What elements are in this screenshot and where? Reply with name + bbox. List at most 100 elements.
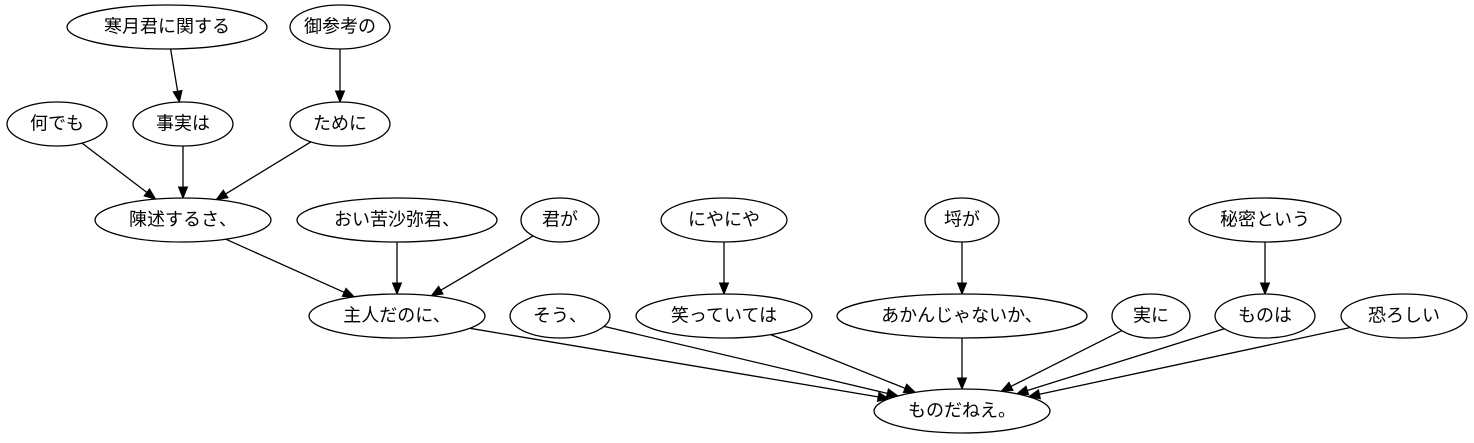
node-jitsuni: 実に <box>1111 293 1191 339</box>
node-ellipse <box>660 197 788 243</box>
node-monodanee: ものだねえ。 <box>873 388 1051 434</box>
node-label: おい苦沙弥君、 <box>334 210 460 231</box>
node-ellipse <box>1340 293 1468 339</box>
node-oikusha: おい苦沙弥君、 <box>296 197 498 243</box>
node-ellipse <box>296 197 498 243</box>
edge-line <box>770 333 906 389</box>
edge-n_sou-to-n_monodanee <box>603 325 900 399</box>
node-ellipse <box>924 197 1000 243</box>
node-label: 何でも <box>30 114 84 135</box>
arrowhead-icon <box>1259 282 1271 296</box>
node-label: 主人だのに、 <box>343 306 450 327</box>
arrowhead-icon <box>885 388 900 399</box>
node-label: ために <box>313 114 367 135</box>
node-ellipse <box>1111 293 1191 339</box>
node-label: 御参考の <box>304 17 376 38</box>
arrowhead-icon <box>391 282 403 296</box>
arrowhead-icon <box>430 285 444 297</box>
node-label: 陳述するさ、 <box>129 210 237 231</box>
edge-line <box>1010 330 1123 387</box>
node-ellipse <box>6 101 108 147</box>
edge-line <box>225 141 312 195</box>
node-ellipse <box>836 293 1088 339</box>
node-rachiga: 埒が <box>924 197 1000 243</box>
node-niyaniya: にやにや <box>660 197 788 243</box>
node-osoroshii: 恐ろしい <box>1340 293 1468 339</box>
node-akan: あかんじゃないか、 <box>836 293 1088 339</box>
arrowhead-icon <box>341 287 356 298</box>
node-ellipse <box>509 293 611 339</box>
arrowhead-icon <box>143 188 157 200</box>
edge-n_osoroshii-to-n_monodanee <box>1027 326 1351 400</box>
edge-n_nandemo-to-n_chinjutsu <box>81 142 157 200</box>
edge-n_himitsu-to-n_monowa <box>1259 242 1271 296</box>
edge-n_gosankou-to-n_tameni <box>334 49 346 104</box>
edge-line <box>225 238 345 293</box>
edge-n_rachiga-to-n_akan <box>956 242 968 296</box>
node-sou: そう、 <box>509 293 611 339</box>
node-ellipse <box>94 197 272 243</box>
node-gosankou: 御参考の <box>289 4 391 50</box>
node-label: 事実は <box>156 114 210 135</box>
edge-line <box>440 235 534 291</box>
node-ellipse <box>289 4 391 50</box>
edge-line <box>169 48 179 92</box>
node-ellipse <box>308 293 486 339</box>
edge-n_waratte-to-n_monodanee <box>770 333 917 394</box>
node-ellipse <box>132 101 234 147</box>
node-label: ものだねえ。 <box>908 401 1016 422</box>
arrowhead-icon <box>902 383 917 394</box>
arrowhead-icon <box>956 377 968 391</box>
edge-n_shujin-to-n_monodanee <box>469 327 891 402</box>
edge-n_jitsuni-to-n_monodanee <box>1000 330 1123 392</box>
node-ellipse <box>873 388 1051 434</box>
edge-n_kimiga-to-n_shujin <box>430 235 534 297</box>
node-himitsu: 秘密という <box>1188 197 1342 243</box>
arrowhead-icon <box>1027 389 1042 400</box>
node-label: 寒月君に関する <box>104 17 230 38</box>
node-kangetsu: 寒月君に関する <box>66 4 268 50</box>
node-label: 笑っていては <box>671 306 777 327</box>
node-label: そう、 <box>533 306 587 327</box>
edge-n_oikusha-to-n_shujin <box>391 242 403 296</box>
edge-n_jijitsu-to-n_chinjutsu <box>177 146 189 200</box>
node-ellipse <box>520 197 600 243</box>
edge-line <box>81 142 148 193</box>
edge-n_akan-to-n_monodanee <box>956 338 968 391</box>
node-waratte: 笑っていては <box>635 293 813 339</box>
node-label: 埒が <box>944 210 980 231</box>
node-monowa: ものは <box>1214 293 1316 339</box>
arrowhead-icon <box>956 282 968 296</box>
edge-line <box>603 325 888 395</box>
node-ellipse <box>289 101 391 147</box>
node-label: 恐ろしい <box>1368 306 1440 327</box>
node-ellipse <box>1214 293 1316 339</box>
arrowhead-icon <box>177 186 189 200</box>
node-label: にやにや <box>688 210 760 231</box>
node-shujin: 主人だのに、 <box>308 293 486 339</box>
edge-n_chinjutsu-to-n_shujin <box>225 238 356 298</box>
node-label: 君が <box>542 210 578 231</box>
node-tameni: ために <box>289 101 391 147</box>
edge-n_monowa-to-n_monodanee <box>1015 328 1225 396</box>
edge-line <box>1039 326 1351 395</box>
node-label: 秘密という <box>1220 210 1310 231</box>
node-label: あかんじゃないか、 <box>881 306 1043 327</box>
edge-n_kangetsu-to-n_jijitsu <box>169 48 183 104</box>
edge-line <box>1027 328 1225 392</box>
node-chinjutsu: 陳述するさ、 <box>94 197 272 243</box>
node-label: ものは <box>1238 306 1292 327</box>
edge-line <box>469 327 879 398</box>
arrowhead-icon <box>334 90 346 104</box>
edge-n_niyaniya-to-n_waratte <box>718 242 730 296</box>
node-jijitsu: 事実は <box>132 101 234 147</box>
node-kimiga: 君が <box>520 197 600 243</box>
edges-layer <box>81 48 1351 402</box>
node-label: 実に <box>1133 306 1169 327</box>
arrowhead-icon <box>1015 385 1030 396</box>
node-ellipse <box>1188 197 1342 243</box>
arrowhead-icon <box>172 89 183 104</box>
arrowhead-icon <box>718 282 730 296</box>
